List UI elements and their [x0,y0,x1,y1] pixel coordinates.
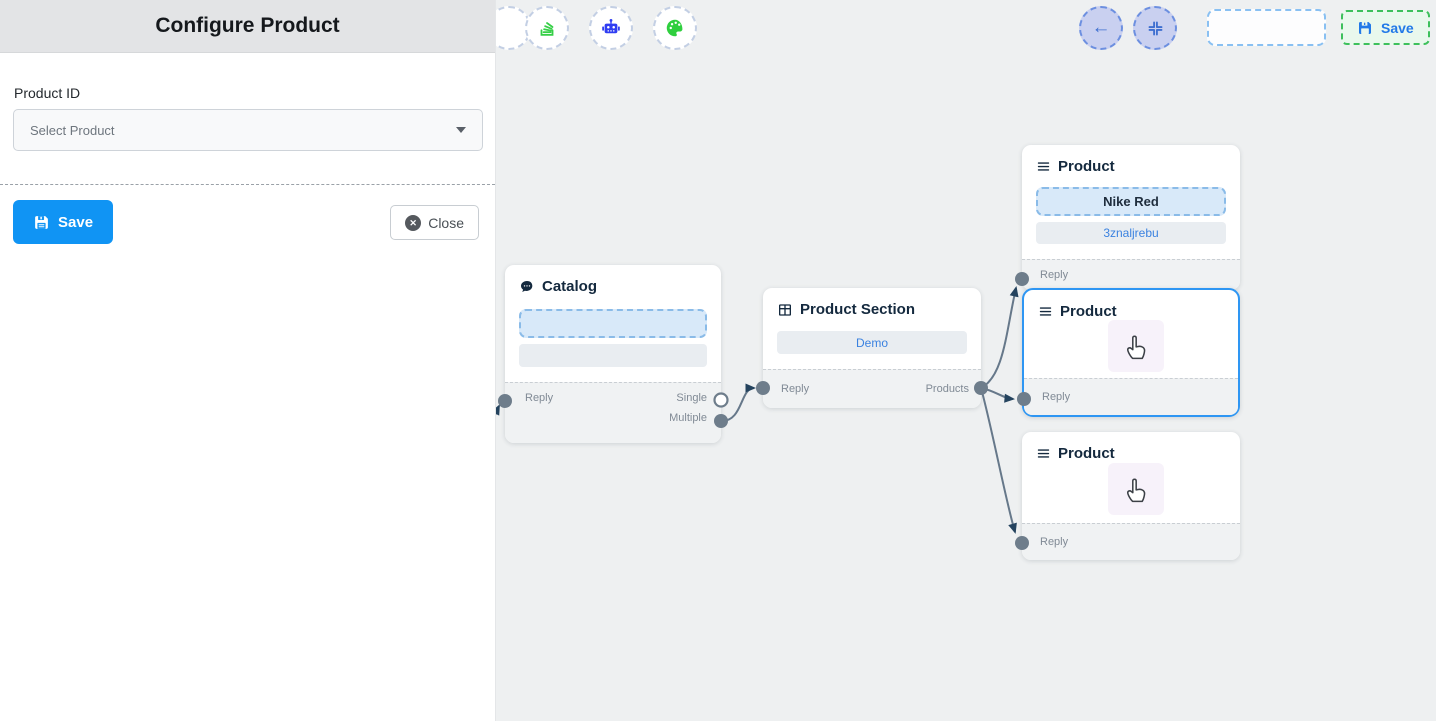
product-node-bottom[interactable]: Product Reply [1022,432,1240,560]
catalog-multiple-port-label: Multiple [669,412,707,424]
flow-save-label: Save [1381,19,1414,36]
product-bottom-node-title: Product [1058,445,1115,462]
product-middle-reply-port-label: Reply [1042,391,1071,403]
catalog-secondary-field[interactable] [519,344,707,367]
retailer-id-value: 3znaljrebu [1103,226,1159,240]
menu-lines-icon [1037,162,1050,171]
stack-tool-button[interactable] [525,6,569,50]
save-button[interactable]: Save [13,200,114,244]
edge-catalog-to-section [720,383,756,423]
compress-icon [1148,21,1162,35]
product-name-field[interactable]: Nike Red [1036,187,1226,216]
chat-bubble-icon [521,280,533,292]
stack-icon [540,22,554,36]
product-section-value-label: Demo [855,335,888,350]
product-section-reply-port-label: Reply [781,383,810,395]
save-icon [1359,21,1371,34]
close-icon: ✕ [405,214,422,231]
back-arrow-icon: ← [1091,16,1111,38]
product-bottom-reply-port-label: Reply [1040,536,1069,548]
product-node-middle[interactable]: Product Reply [1022,288,1240,417]
retailer-id-field[interactable]: 3znaljrebu [1036,222,1226,244]
back-button[interactable]: ← [1079,6,1123,50]
palette-icon [666,19,683,37]
theme-tool-button[interactable] [653,6,697,50]
product-middle-node-title: Product [1060,303,1117,320]
empty-action-button[interactable] [1207,9,1326,46]
chevron-down-icon [456,127,466,133]
catalog-node[interactable]: Catalog Reply Single Multiple [505,265,721,443]
product-top-reply-port-label: Reply [1040,269,1069,281]
product-section-node[interactable]: Product Section Demo Reply Products [763,288,981,408]
product-top-node-title: Product [1058,158,1115,175]
flow-canvas[interactable]: ← Save Catalog [496,0,1436,721]
catalog-node-title: Catalog [542,278,598,295]
product-id-label: Product ID [14,85,81,101]
panel-header: Configure Product [0,0,495,53]
edge-section-to-product-bottom [980,387,1017,534]
configure-product-panel: Configure Product Product ID Select Prod… [0,0,496,721]
robot-icon [602,19,620,34]
catalog-input-field[interactable] [519,309,707,338]
menu-lines-icon [1039,307,1052,316]
catalog-reply-port-label: Reply [525,392,554,404]
bot-tool-button[interactable] [589,6,633,50]
product-select[interactable]: Select Product [13,109,483,151]
edge-section-to-product-top [980,286,1019,389]
save-icon [35,215,48,229]
save-button-label: Save [58,213,94,231]
product-name-value: Nike Red [1103,194,1159,209]
panel-divider [0,184,495,185]
product-node-top[interactable]: Product Nike Red 3znaljrebu Reply [1022,145,1240,290]
catalog-single-port-label: Single [676,392,707,404]
panel-title: Configure Product [155,14,340,37]
product-section-value[interactable]: Demo [777,331,967,354]
edge-incoming-catalog [496,404,500,416]
flow-save-button[interactable]: Save [1341,10,1430,45]
close-button-label: Close [428,214,464,231]
menu-lines-icon [1037,449,1050,458]
product-section-products-port-label: Products [925,383,969,395]
edge-section-to-product-middle [980,387,1015,403]
product-section-node-title: Product Section [800,301,916,318]
fit-view-button[interactable] [1133,6,1177,50]
product-select-placeholder: Select Product [30,122,115,138]
close-button[interactable]: ✕ Close [390,205,479,240]
table-grid-icon [779,303,791,316]
